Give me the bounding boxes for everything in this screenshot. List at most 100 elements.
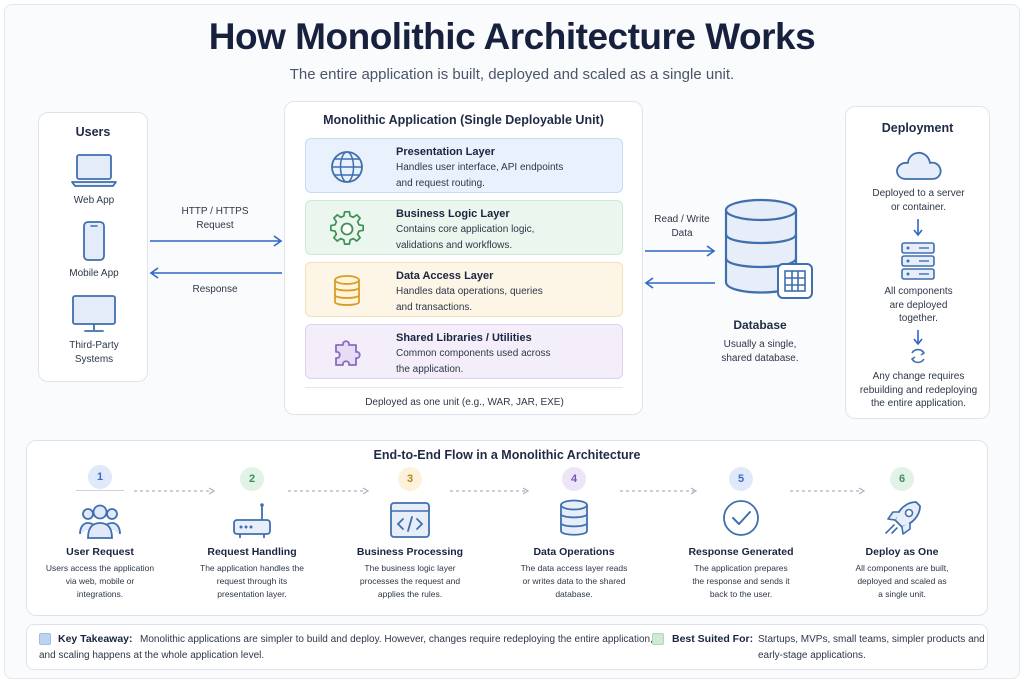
server-stack-icon	[901, 242, 935, 280]
deployment-step1: Deployed to a server or container.	[846, 187, 991, 214]
takeaway-swatch	[39, 633, 51, 645]
takeaway-text: Monolithic applications are simpler to b…	[140, 632, 653, 648]
database-desc-line1: Usually a single,	[723, 339, 797, 350]
step-desc: All components are built, deployed and s…	[838, 562, 966, 602]
globe-icon	[331, 151, 363, 183]
deployment-step1-line2: or container.	[890, 201, 947, 213]
step-title: Data Operations	[533, 546, 615, 558]
deployment-step2: All components are deployed together.	[846, 285, 991, 326]
step-title: Response Generated	[688, 546, 794, 558]
gear-icon	[329, 210, 365, 245]
takeaway-label: Key Takeaway:	[58, 633, 133, 645]
database-desc-line2: shared database.	[721, 352, 799, 364]
layer-presentation-desc2: and request routing.	[396, 177, 485, 189]
users-item-web: Web App	[73, 195, 115, 206]
step-desc-line: a single unit.	[878, 589, 926, 600]
step-number: 4	[562, 467, 586, 491]
check-circle-icon	[723, 500, 759, 536]
db-rw-label-line1: Read / Write	[654, 214, 710, 225]
step-desc: The business logic layer processes the r…	[346, 562, 474, 602]
rocket-icon	[885, 501, 921, 535]
monolith-title: Monolithic Application (Single Deployabl…	[323, 113, 604, 127]
database-icon	[560, 499, 588, 536]
request-label-line2: Request	[196, 219, 234, 231]
step-number: 1	[88, 465, 112, 489]
arrow-down-icon	[913, 219, 923, 237]
step-desc: The application handles the request thro…	[188, 562, 316, 602]
step-desc-line: via web, mobile or	[65, 576, 135, 587]
deployment-step3-line2: rebuilding and redeploying	[859, 384, 978, 396]
deployment-title: Deployment	[881, 121, 954, 135]
step-desc-line: back to the user.	[709, 589, 773, 600]
step-desc-line: applies the rules.	[377, 589, 443, 600]
deployment-step2-line1: All components	[884, 286, 953, 297]
layer-shared-libraries-desc2: the application.	[396, 363, 464, 375]
layer-data-access-desc: Handles data operations, queries and tra…	[396, 284, 616, 315]
db-read-arrow	[644, 277, 715, 289]
refresh-icon	[910, 348, 926, 364]
step-desc-line: database.	[555, 589, 593, 600]
users-item-thirdparty-line2: Systems	[74, 353, 114, 365]
database-icon	[334, 275, 360, 306]
step-desc-line: presentation layer.	[217, 589, 287, 600]
layer-business-desc: Contains core application logic, validat…	[396, 222, 616, 253]
step-desc-line: processes the request and	[359, 576, 461, 587]
best-suited-label: Best Suited For:	[672, 633, 754, 645]
database-title: Database	[733, 318, 787, 332]
takeaway-text-line2: and scaling happens at the whole applica…	[39, 650, 265, 661]
layer-presentation: Presentation Layer Handles user interfac…	[305, 138, 623, 193]
step-desc-line: integrations.	[76, 589, 124, 600]
step-title: Deploy as One	[865, 546, 939, 558]
layer-data-access-name: Data Access Layer	[396, 270, 494, 282]
puzzle-icon	[335, 340, 361, 366]
best-suited-swatch	[652, 633, 664, 645]
step-number: 2	[240, 467, 264, 491]
step-desc-line: The data access layer reads	[520, 563, 628, 573]
users-item-thirdparty: Third-Party Systems	[39, 339, 149, 366]
deployment-step1-line1: Deployed to a server	[872, 188, 965, 199]
smartphone-icon	[83, 221, 105, 261]
flow-title: End-to-End Flow in a Monolithic Architec…	[373, 448, 641, 462]
step-desc-line: Users access the application	[45, 563, 155, 573]
db-rw-label-line2: Data	[671, 227, 693, 239]
step-desc-line: All components are built,	[855, 563, 949, 573]
response-label: Response	[192, 284, 238, 295]
database-desc: Usually a single, shared database.	[700, 338, 820, 365]
monolith-divider	[305, 387, 623, 388]
monitor-icon	[72, 295, 116, 332]
best-suited-text-line2: early-stage applications.	[758, 650, 866, 661]
step-desc-line: The application prepares	[694, 563, 788, 573]
page-subtitle: The entire application is built, deploye…	[289, 66, 735, 83]
step-desc-line: request through its	[216, 576, 288, 587]
deployment-step3-line1: Any change requires	[872, 371, 965, 382]
step-desc: Users access the application via web, mo…	[36, 562, 164, 602]
request-label-line1: HTTP / HTTPS	[181, 206, 249, 217]
response-arrow	[149, 267, 282, 279]
database-large-icon	[724, 198, 813, 299]
step-desc-line: or writes data to the shared	[522, 576, 626, 587]
step-desc-line: The business logic layer	[364, 563, 456, 573]
users-title: Users	[75, 125, 111, 139]
router-icon	[233, 503, 271, 538]
deployment-step2-line2: are deployed	[889, 299, 948, 311]
layer-shared-libraries-desc: Common components used across the applic…	[396, 346, 616, 377]
step-title: Request Handling	[207, 546, 297, 558]
step-desc: The application prepares the response an…	[677, 562, 805, 602]
step-number: 5	[729, 467, 753, 491]
step-number: 3	[398, 467, 422, 491]
step-title: Business Processing	[356, 546, 464, 558]
step-desc-line: the response and sends it	[692, 576, 790, 587]
takeaway-text-line1: Monolithic applications are simpler to b…	[140, 634, 653, 645]
deployment-step3: Any change requires rebuilding and redep…	[846, 370, 991, 411]
layer-data-access-desc1: Handles data operations, queries	[396, 286, 543, 297]
step-title: User Request	[66, 546, 134, 558]
layer-shared-libraries-desc1: Common components used across	[396, 348, 551, 359]
step-desc-line: The application handles the	[200, 563, 304, 573]
best-suited-text-line1: Startups, MVPs, small teams, simpler pro…	[758, 634, 985, 645]
page-title: How Monolithic Architecture Works	[208, 16, 816, 57]
monolith-card: Monolithic Application (Single Deployabl…	[284, 101, 643, 415]
deployment-step2-line3: together.	[899, 313, 938, 324]
layer-business-name: Business Logic Layer	[396, 208, 510, 220]
layer-data-access: Data Access Layer Handles data operation…	[305, 262, 623, 317]
flow-connectors	[134, 487, 866, 495]
